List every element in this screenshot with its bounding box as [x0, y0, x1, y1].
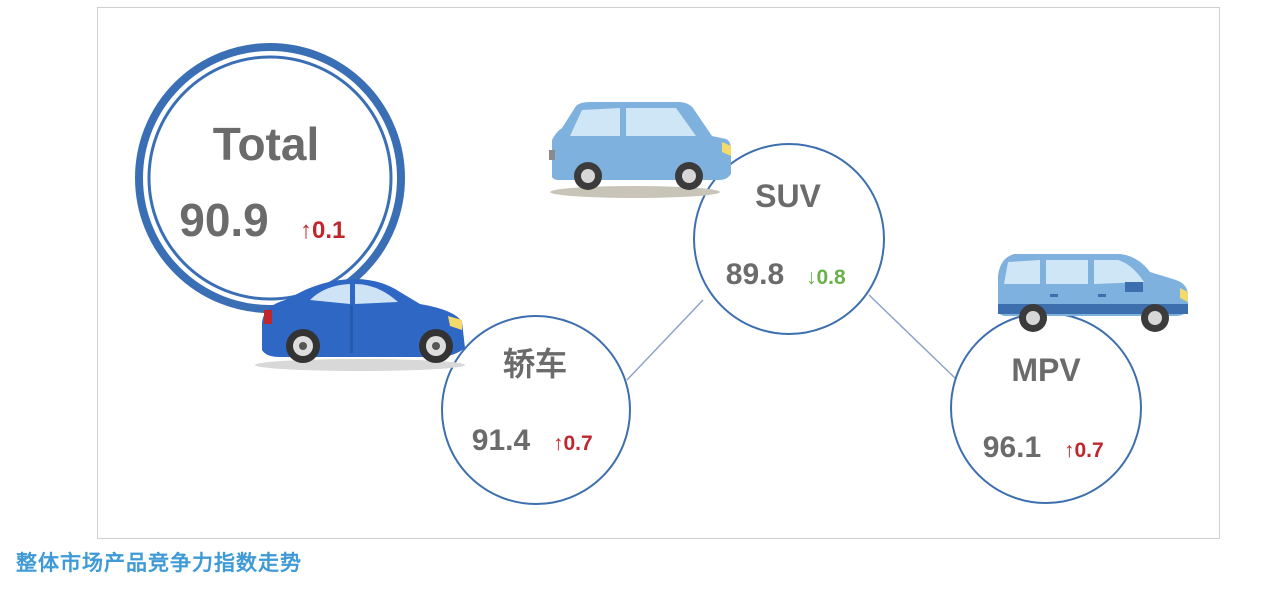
- mpv-circle: [950, 312, 1142, 504]
- suv-node: SUV 89.8 ↓0.8: [693, 143, 885, 335]
- suv-circle: [693, 143, 885, 335]
- total-inner-ring: [147, 55, 393, 301]
- mpv-label: MPV: [1011, 352, 1081, 388]
- mpv-node: MPV 96.1 ↑0.7: [950, 312, 1142, 504]
- connector-sedan-suv: [626, 299, 704, 381]
- sedan-node: 轿车 91.4 ↑0.7: [441, 315, 631, 505]
- sedan-label: 轿车: [503, 345, 567, 383]
- sedan-value: 91.4: [472, 424, 531, 457]
- suv-label: SUV: [755, 178, 821, 214]
- suv-change: ↓0.8: [806, 266, 846, 289]
- connector-suv-mpv: [868, 294, 956, 379]
- total-node: Total 90.9 ↑0.1: [135, 43, 405, 313]
- suv-car-icon: [549, 102, 731, 198]
- mpv-value: 96.1: [983, 431, 1041, 464]
- total-change: ↑0.1: [300, 217, 345, 244]
- total-value: 90.9: [179, 194, 269, 246]
- sedan-car-icon: [255, 279, 465, 371]
- sedan-circle: [441, 315, 631, 505]
- total-outer-ring: [135, 43, 405, 313]
- figure-caption: 整体市场产品竞争力指数走势: [16, 551, 302, 575]
- suv-value: 89.8: [726, 258, 784, 291]
- sedan-change: ↑0.7: [553, 432, 593, 455]
- total-label: Total: [213, 118, 319, 170]
- mpv-change: ↑0.7: [1064, 439, 1104, 462]
- mpv-van-icon: [998, 254, 1188, 332]
- competitiveness-diagram: Total 90.9 ↑0.1 轿车 91.4 ↑0.7 SUV 89.8 ↓0…: [135, 43, 1188, 505]
